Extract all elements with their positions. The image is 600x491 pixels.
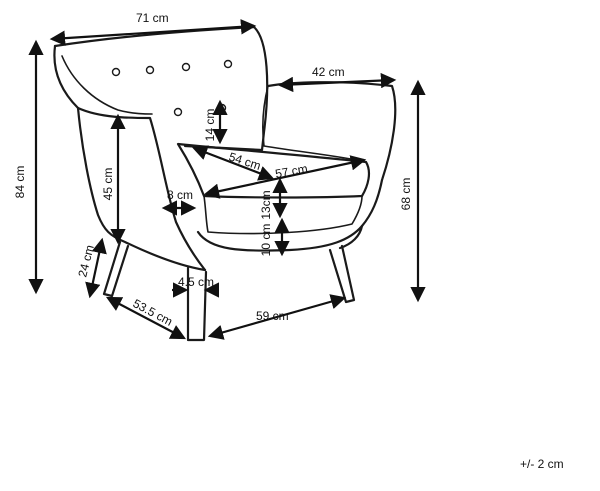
- label-arm-width: 42 cm: [312, 65, 345, 79]
- leg-front-right: [186, 266, 208, 342]
- label-cushion-thickness: 13cm: [259, 190, 273, 219]
- label-seat-height: 45 cm: [101, 168, 115, 201]
- label-total-height: 84 cm: [13, 166, 27, 199]
- dimension-labels: 71 cm 42 cm 84 cm 68 cm 45 cm 14 cm 54 c…: [13, 11, 564, 471]
- tufting-button: [111, 67, 121, 77]
- tufting-button: [145, 65, 155, 75]
- tufting-button: [223, 59, 233, 69]
- dim-line-arm-width: [277, 72, 397, 93]
- dim-line-seat-width: [203, 155, 367, 199]
- chair-left-arm-inner: [61, 55, 153, 115]
- label-seat-depth: 54 cm: [227, 150, 262, 173]
- chair-left-side: [76, 106, 207, 272]
- dim-line-width-bottom: [207, 294, 347, 340]
- label-back-height: 68 cm: [399, 178, 413, 211]
- label-arm-thickness: 8 cm: [167, 188, 193, 202]
- dimension-lines: [28, 19, 426, 340]
- leg-front-left: [102, 240, 130, 298]
- chair-left-arm: [53, 44, 207, 272]
- chair-right-arm-inner: [262, 85, 367, 163]
- label-leg-thickness: 4.5 cm: [178, 275, 214, 289]
- dim-line-leg-height: [85, 237, 107, 299]
- tufting-button: [173, 107, 183, 117]
- label-seat-width: 57 cm: [274, 161, 309, 180]
- label-width-bottom: 59 cm: [256, 309, 289, 323]
- label-base-height: 10 cm: [259, 224, 273, 257]
- label-width-top: 71 cm: [136, 11, 169, 25]
- label-arm-above-seat: 14 cm: [203, 109, 217, 142]
- label-leg-height: 24 cm: [75, 243, 96, 278]
- tufting-button: [181, 62, 191, 72]
- chair-back: [53, 25, 269, 152]
- leg-back-right: [328, 244, 356, 304]
- tolerance-note: +/- 2 cm: [520, 457, 564, 471]
- dim-line-width-top: [49, 19, 257, 46]
- dim-line-depth-bottom: [105, 296, 187, 340]
- chair-base: [196, 224, 364, 252]
